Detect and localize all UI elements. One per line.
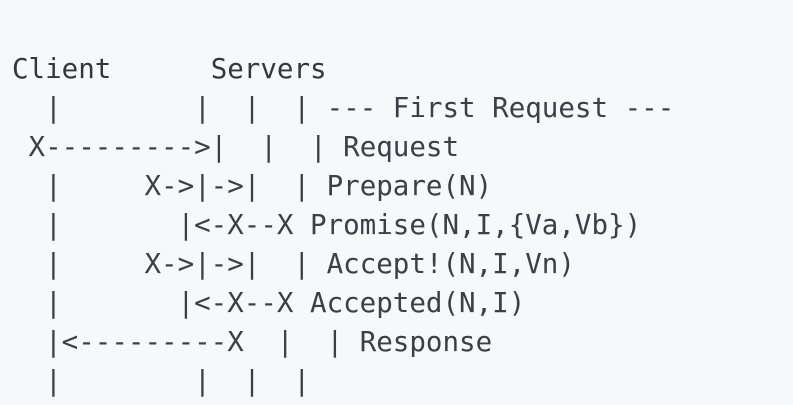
row-lifelines: |<---------X | | (12, 325, 360, 358)
row-message: Response (359, 325, 493, 358)
diagram-row: | | | | (12, 362, 674, 401)
diagram-row: | |<-X--X Promise(N,I,{Va,Vb}) (12, 206, 674, 245)
header-gap (111, 50, 210, 89)
row-message: Prepare(N) (326, 169, 493, 202)
row-message: Accepted(N,I) (310, 286, 526, 319)
diagram-row: X--------->| | | Request (12, 128, 674, 167)
diagram-row: | X->|->| | Prepare(N) (12, 167, 674, 206)
ascii-sequence-diagram: Client Servers | | | | --- First Request… (12, 50, 674, 401)
row-lifelines: X--------->| | | (12, 130, 344, 163)
row-message: Promise(N,I,{Va,Vb}) (310, 208, 642, 241)
row-lifelines: | X->|->| | (12, 169, 327, 202)
diagram-row: |<---------X | | Response (12, 323, 674, 362)
diagram-row: | X->|->| | Accept!(N,I,Vn) (12, 245, 674, 284)
lane-label-client: Client (12, 52, 112, 85)
row-lifelines: | | | | (12, 91, 327, 124)
lane-label-servers: Servers (210, 52, 327, 85)
row-message: Accept!(N,I,Vn) (326, 247, 575, 280)
diagram-row: | | | | --- First Request --- (12, 89, 674, 128)
row-lifelines: | |<-X--X (12, 208, 311, 241)
row-lifelines: | X->|->| | (12, 247, 327, 280)
diagram-header-row: Client Servers (12, 50, 674, 89)
row-lifelines: | |<-X--X (12, 286, 311, 319)
row-lifelines: | | | | (12, 364, 327, 397)
row-message: Request (343, 130, 460, 163)
diagram-row: | |<-X--X Accepted(N,I) (12, 284, 674, 323)
row-message: --- First Request --- (326, 91, 675, 124)
